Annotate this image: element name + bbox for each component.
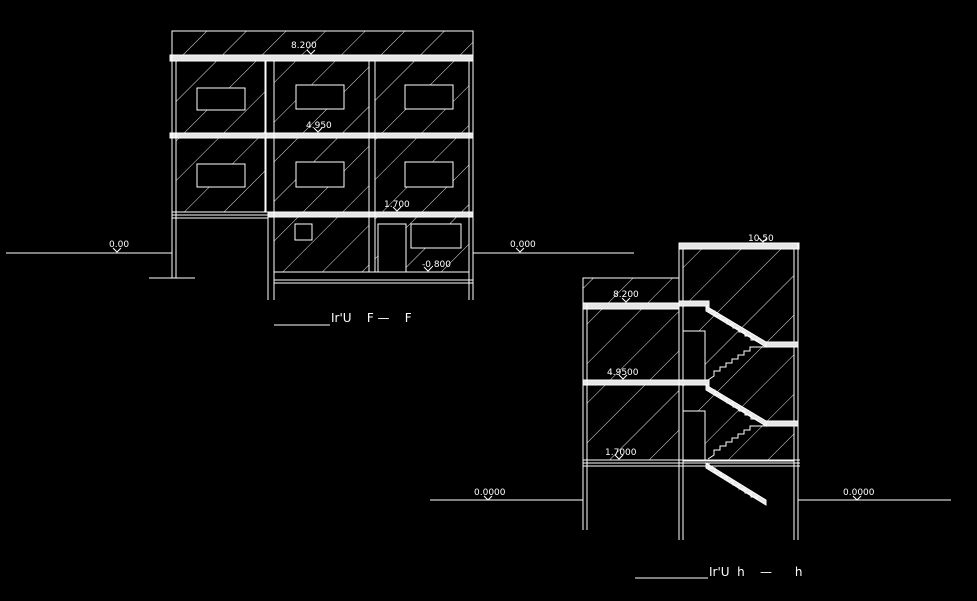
ff-window [404, 161, 454, 188]
section-hh [430, 237, 951, 579]
ff-level-ground-left: 0.00 [109, 240, 129, 250]
hh-caption: Ir'U h — h [709, 565, 803, 579]
ff-window [404, 84, 454, 110]
ff-slab-top [169, 54, 474, 62]
hh-landing [678, 379, 710, 386]
hh-level-second: 4.9500 [607, 368, 639, 378]
section-ff-labels: 8.200 4.950 1.700 0.00 0.000 -0.800 Ir'U… [109, 41, 536, 325]
ff-level-top: 8.200 [291, 41, 317, 51]
section-ff [6, 30, 634, 326]
hh-level-roof: 10.50 [748, 234, 774, 244]
ff-window [196, 163, 246, 188]
hh-level-first: 1.7000 [605, 448, 637, 458]
ff-window [410, 223, 462, 249]
ff-window [295, 84, 345, 110]
hh-stair-flights [682, 305, 767, 506]
ff-slab-second [169, 132, 474, 139]
hh-level-ground-left: 0.0000 [474, 488, 506, 498]
ff-slab-first [267, 211, 474, 218]
ff-roof-parapet [171, 30, 474, 56]
hh-landing [678, 300, 710, 307]
hh-slab-third [582, 302, 680, 310]
ff-level-first: 1.700 [384, 200, 410, 210]
hh-landing [765, 420, 799, 427]
hh-roof-slab [678, 242, 800, 250]
ff-window [294, 223, 313, 241]
hh-slab-second [582, 379, 680, 386]
ff-door [377, 223, 407, 273]
hh-level-third: 8.200 [613, 290, 639, 300]
ff-level-basement: -0.800 [422, 260, 451, 270]
hh-left-bay-3 [586, 308, 680, 381]
section-hh-labels: 10.50 8.200 4.9500 1.7000 0.0000 0.0000 … [474, 234, 875, 579]
hh-left-bay-2 [586, 384, 680, 461]
ff-window [295, 161, 345, 188]
ff-bay-1b [273, 216, 370, 273]
ff-level-second: 4.950 [306, 121, 332, 131]
hh-level-ground-right: 0.0000 [843, 488, 875, 498]
ff-caption: Ir'U F — F [331, 311, 412, 325]
ff-window [196, 87, 246, 111]
ff-level-ground-right: 0.000 [510, 240, 536, 250]
hh-landing [765, 341, 799, 348]
